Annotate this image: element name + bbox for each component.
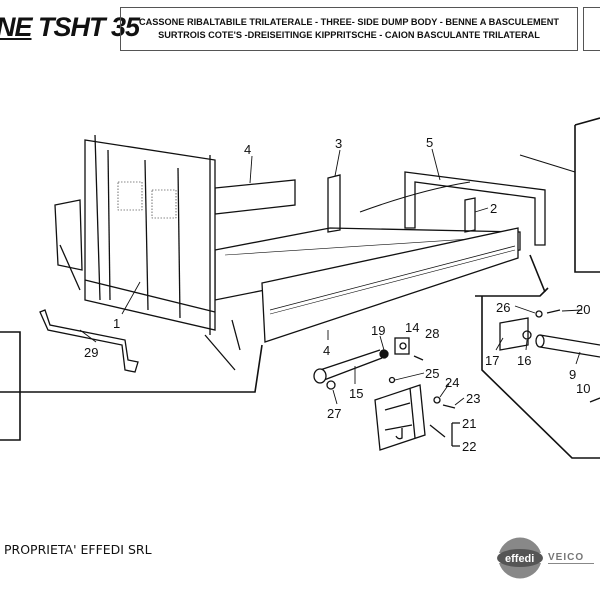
hinge-assembly-21-22 xyxy=(374,384,426,451)
callout-28: 28 xyxy=(425,326,439,341)
callout-20: 20 xyxy=(576,302,590,317)
tailgate-frame xyxy=(84,134,216,335)
ownership-notice: PROPRIETA' EFFEDI SRL xyxy=(4,542,152,557)
callout-3: 3 xyxy=(335,136,342,151)
callout-1: 1 xyxy=(113,316,120,331)
title-line-2: SURTROIS COTE'S -DREISEITINGE KIPPRITSCH… xyxy=(158,30,540,40)
callout-9: 9 xyxy=(569,367,576,382)
brand-prefix: NE xyxy=(0,12,33,42)
bracket-29 xyxy=(39,309,139,373)
callout-23: 23 xyxy=(466,391,480,406)
callout-15: 15 xyxy=(349,386,363,401)
side-post-2 xyxy=(464,197,476,233)
callout-17: 17 xyxy=(485,353,499,368)
logo-text: effedi xyxy=(505,553,534,565)
callout-14: 14 xyxy=(405,320,419,335)
page-number-box xyxy=(583,7,600,51)
title-line-1: CASSONE RIBALTABILE TRILATERALE - THREE-… xyxy=(138,17,560,27)
side-wall-4 xyxy=(261,227,519,343)
callout-26: 26 xyxy=(496,300,510,315)
callout-19: 19 xyxy=(371,323,385,338)
company-name-partial: VEICO xyxy=(548,552,595,564)
callout-24: 24 xyxy=(445,375,459,390)
side-wall-rear xyxy=(214,179,296,215)
side-wall-left xyxy=(54,199,83,271)
callout-4-rear: 4 xyxy=(244,142,251,157)
front-wall-5 xyxy=(404,171,546,246)
callout-25: 25 xyxy=(425,366,439,381)
model-title: NE TSHT 35 xyxy=(0,12,140,43)
callout-10: 10 xyxy=(576,381,590,396)
detail-inset-boundary xyxy=(475,287,600,459)
callout-4-front: 4 xyxy=(323,343,330,358)
bracket-14 xyxy=(394,337,410,355)
callout-2: 2 xyxy=(490,201,497,216)
front-post-3 xyxy=(327,174,341,233)
callout-22: 22 xyxy=(462,439,476,454)
brand-model: TSHT 35 xyxy=(38,12,140,42)
axle-9 xyxy=(535,334,600,358)
callout-5: 5 xyxy=(426,135,433,150)
plate-17 xyxy=(499,317,529,351)
pin-15 xyxy=(313,349,389,390)
callout-29: 29 xyxy=(84,345,98,360)
effedi-logo: effedi xyxy=(497,537,543,579)
callout-27: 27 xyxy=(327,406,341,421)
callout-16: 16 xyxy=(517,353,531,368)
title-box: CASSONE RIBALTABILE TRILATERALE - THREE-… xyxy=(120,7,578,51)
callout-21: 21 xyxy=(462,416,476,431)
